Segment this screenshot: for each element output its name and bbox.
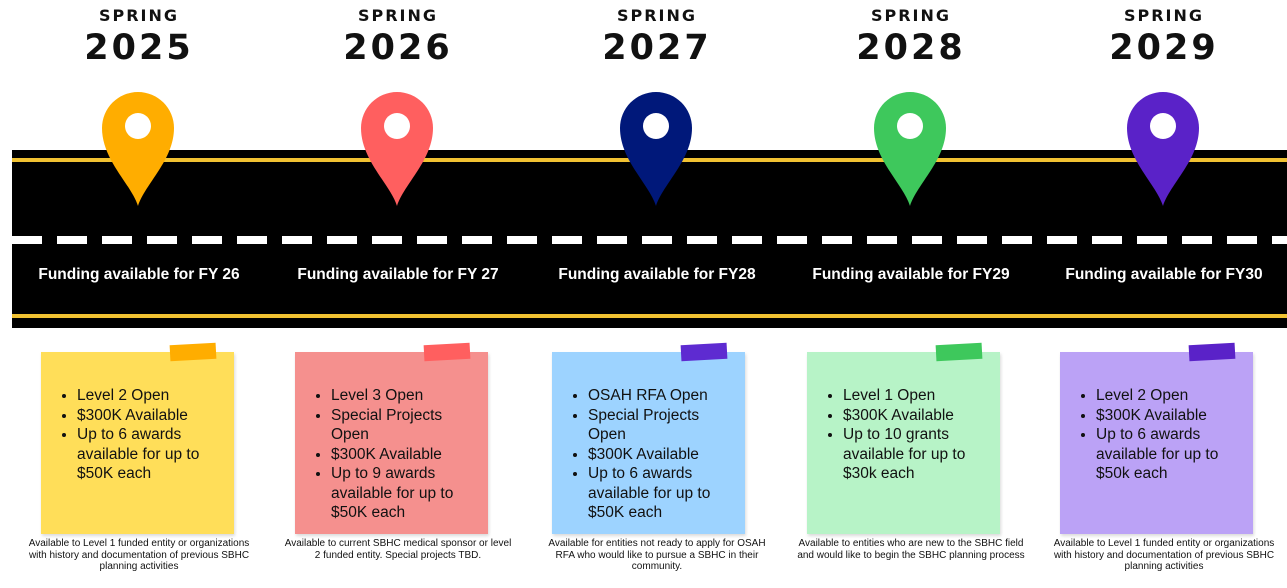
map-pin-icon xyxy=(102,92,174,206)
milestone-2029: SPRING 2029 Funding available for FY30 L… xyxy=(1044,0,1284,588)
bullet-item: Level 3 Open xyxy=(331,386,482,406)
sticky-note: Level 1 Open $300K Available Up to 10 gr… xyxy=(807,342,1000,534)
sticky-note: Level 2 Open $300K Available Up to 6 awa… xyxy=(41,342,234,534)
bullet-item: $300K Available xyxy=(1096,406,1247,426)
funding-label: Funding available for FY 26 xyxy=(38,266,240,283)
bullet-item: OSAH RFA Open xyxy=(588,386,739,406)
caption: Available to current SBHC medical sponso… xyxy=(284,538,512,561)
year-label: 2026 xyxy=(343,28,453,68)
road-bottom-line xyxy=(12,314,1287,318)
milestone-2025: SPRING 2025 Funding available for FY 26 … xyxy=(19,0,259,588)
funding-label: Funding available for FY28 xyxy=(558,266,756,283)
bullet-item: Up to 6 awards available for up to $50K … xyxy=(77,425,228,484)
caption: Available to Level 1 funded entity or or… xyxy=(1053,538,1275,572)
bullet-item: Level 2 Open xyxy=(77,386,228,406)
year-label: 2028 xyxy=(856,28,966,68)
sticky-note: OSAH RFA Open Special Projects Open $300… xyxy=(552,342,745,534)
bullet-item: $300K Available xyxy=(331,445,482,465)
bullet-item: Up to 6 awards available for up to $50K … xyxy=(588,464,739,523)
bullet-item: $300K Available xyxy=(77,406,228,426)
bullet-item: Up to 9 awards available for up to $50K … xyxy=(331,464,482,523)
funding-label: Funding available for FY30 xyxy=(1065,266,1263,283)
year-label: 2029 xyxy=(1109,28,1219,68)
caption: Available to entities who are new to the… xyxy=(797,538,1025,561)
season-label: SPRING xyxy=(870,6,952,25)
map-pin-icon xyxy=(1127,92,1199,206)
season-label: SPRING xyxy=(1123,6,1205,25)
tape xyxy=(1188,342,1236,362)
bullet-item: Special Projects Open xyxy=(588,406,739,445)
map-pin-icon xyxy=(620,92,692,206)
season-label: SPRING xyxy=(616,6,698,25)
bullet-item: Up to 10 grants available for up to $30k… xyxy=(843,425,994,484)
bullet-item: Level 2 Open xyxy=(1096,386,1247,406)
map-pin-icon xyxy=(874,92,946,206)
bullet-list: Level 2 Open $300K Available Up to 6 awa… xyxy=(1068,386,1247,484)
road-center-dashes xyxy=(12,236,1287,244)
caption: Available for entities not ready to appl… xyxy=(548,538,766,572)
season-label: SPRING xyxy=(98,6,180,25)
funding-label: Funding available for FY29 xyxy=(812,266,1010,283)
sticky-note: Level 3 Open Special Projects Open $300K… xyxy=(295,342,488,534)
bullet-item: Special Projects Open xyxy=(331,406,482,445)
milestone-2026: SPRING 2026 Funding available for FY 27 … xyxy=(278,0,518,588)
bullet-item: Level 1 Open xyxy=(843,386,994,406)
caption: Available to Level 1 funded entity or or… xyxy=(28,538,250,572)
bullet-item: $300K Available xyxy=(843,406,994,426)
bullet-item: $300K Available xyxy=(588,445,739,465)
tape xyxy=(169,342,217,362)
tape xyxy=(423,342,471,362)
year-label: 2027 xyxy=(602,28,712,68)
year-label: 2025 xyxy=(84,28,194,68)
tape xyxy=(935,342,983,362)
bullet-item: Up to 6 awards available for up to $50k … xyxy=(1096,425,1247,484)
milestone-2028: SPRING 2028 Funding available for FY29 L… xyxy=(791,0,1031,588)
bullet-list: Level 3 Open Special Projects Open $300K… xyxy=(303,386,482,523)
map-pin-icon xyxy=(361,92,433,206)
bullet-list: Level 2 Open $300K Available Up to 6 awa… xyxy=(49,386,228,484)
bullet-list: Level 1 Open $300K Available Up to 10 gr… xyxy=(815,386,994,484)
bullet-list: OSAH RFA Open Special Projects Open $300… xyxy=(560,386,739,523)
sticky-note: Level 2 Open $300K Available Up to 6 awa… xyxy=(1060,342,1253,534)
season-label: SPRING xyxy=(357,6,439,25)
funding-label: Funding available for FY 27 xyxy=(297,266,499,283)
tape xyxy=(680,342,728,362)
milestone-2027: SPRING 2027 Funding available for FY28 O… xyxy=(537,0,777,588)
